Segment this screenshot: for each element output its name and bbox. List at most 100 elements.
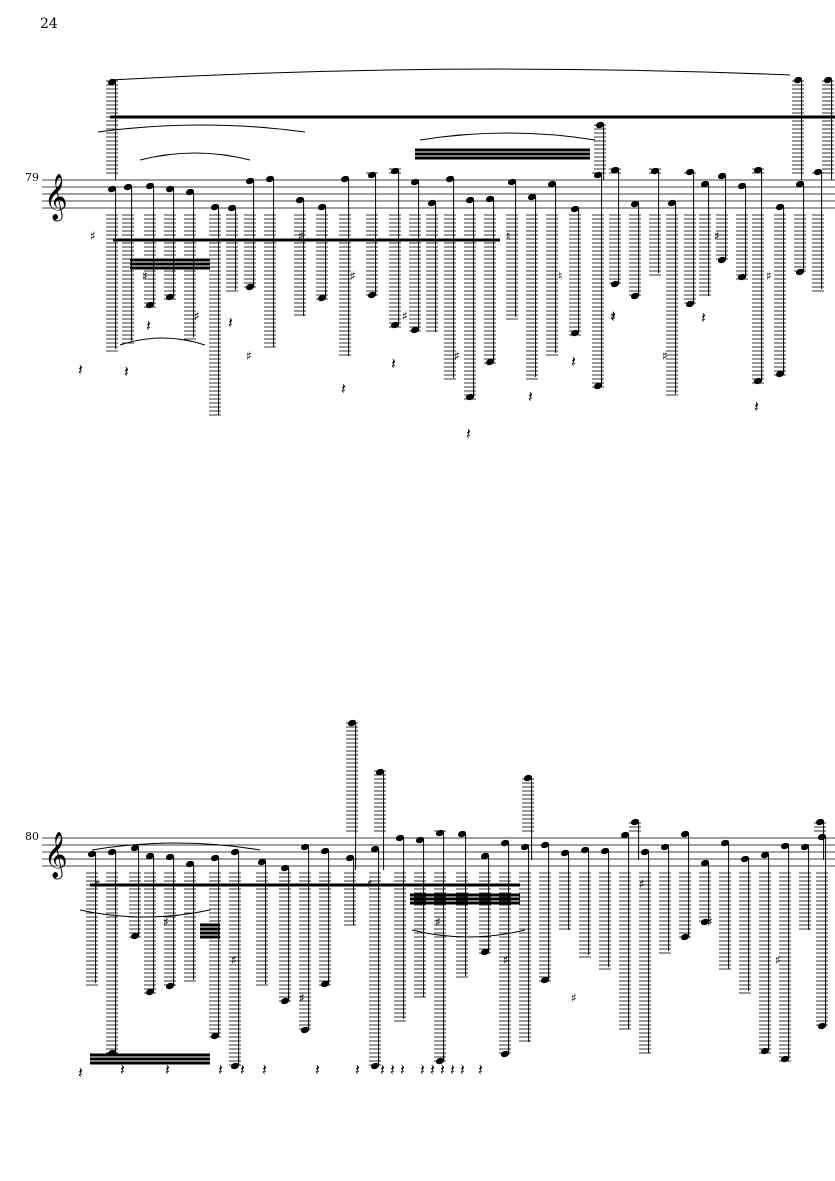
notehead (107, 78, 117, 86)
notehead (520, 843, 530, 851)
notehead (465, 393, 475, 401)
notehead (560, 849, 570, 857)
quarter-rest: 𝄽 (262, 1060, 267, 1079)
notehead (795, 180, 805, 188)
notehead (185, 860, 195, 868)
sharp-accidental: ♯ (90, 229, 96, 243)
notehead (320, 847, 330, 855)
quarter-rest: 𝄽 (355, 1060, 360, 1079)
sharp-accidental: ♯ (298, 229, 304, 243)
quarter-rest: 𝄽 (571, 352, 576, 371)
notehead (265, 175, 275, 183)
notehead (500, 839, 510, 847)
notehead (320, 980, 330, 988)
notehead (793, 76, 803, 84)
slur (91, 842, 261, 851)
notehead (130, 932, 140, 940)
quarter-rest: 𝄽 (390, 1060, 395, 1079)
notehead (700, 918, 710, 926)
notehead (370, 1062, 380, 1070)
notehead (145, 852, 155, 860)
quarter-rest: 𝄽 (701, 308, 706, 327)
notehead (367, 171, 377, 179)
notehead (480, 852, 490, 860)
measure-number-79: 79 (25, 171, 39, 184)
notehead (815, 818, 825, 826)
quarter-rest: 𝄽 (380, 1060, 385, 1079)
slur (97, 124, 306, 133)
notehead (210, 203, 220, 211)
notehead (300, 843, 310, 851)
page-number: 24 (40, 16, 58, 32)
sharp-accidental: ♯ (662, 349, 668, 363)
notehead (795, 268, 805, 276)
notehead (107, 185, 117, 193)
notehead (813, 168, 823, 176)
notehead (465, 196, 475, 204)
notehead (823, 76, 833, 84)
sharp-accidental: ♯ (367, 877, 373, 891)
notehead (457, 830, 467, 838)
notehead (480, 948, 490, 956)
slur (111, 68, 791, 81)
notehead (800, 843, 810, 851)
notehead (107, 1049, 117, 1057)
notehead (145, 301, 155, 309)
quarter-rest: 𝄽 (228, 313, 233, 332)
notehead (680, 830, 690, 838)
sharp-accidental: ♯ (714, 229, 720, 243)
notehead (107, 848, 117, 856)
quarter-rest: 𝄽 (120, 1060, 125, 1079)
notehead (753, 377, 763, 385)
notehead (395, 834, 405, 842)
notehead (580, 846, 590, 854)
sharp-accidental: ♯ (402, 309, 408, 323)
quarter-rest: 𝄽 (460, 1060, 465, 1079)
slur (419, 132, 596, 141)
notehead (340, 175, 350, 183)
notehead (295, 196, 305, 204)
quarter-rest: 𝄽 (420, 1060, 425, 1079)
notehead (500, 1050, 510, 1058)
notehead (165, 185, 175, 193)
notehead (667, 199, 677, 207)
notehead (507, 178, 517, 186)
notehead (317, 294, 327, 302)
notehead (445, 175, 455, 183)
notehead (593, 382, 603, 390)
notehead (485, 358, 495, 366)
quarter-rest: 𝄽 (430, 1060, 435, 1079)
notehead (630, 292, 640, 300)
sharp-accidental: ♯ (454, 349, 460, 363)
quarter-rest: 𝄽 (611, 307, 616, 326)
slur (411, 929, 526, 938)
sharp-accidental: ♯ (503, 953, 509, 967)
notehead (317, 203, 327, 211)
sharp-accidental: ♯ (142, 269, 148, 283)
sharp-accidental: ♯ (435, 915, 441, 929)
notehead (527, 193, 537, 201)
notehead (165, 853, 175, 861)
quarter-rest: 𝄽 (478, 1060, 483, 1079)
notehead (753, 166, 763, 174)
notehead (775, 370, 785, 378)
notehead (280, 864, 290, 872)
sharp-accidental: ♯ (246, 349, 252, 363)
quarter-rest: 𝄽 (754, 397, 759, 416)
notehead (610, 280, 620, 288)
measure-number-80: 80 (25, 830, 39, 843)
treble-clef: 𝄞 (44, 174, 68, 222)
quarter-rest: 𝄽 (218, 1060, 223, 1079)
notehead (540, 841, 550, 849)
notehead (230, 848, 240, 856)
quarter-rest: 𝄽 (78, 1063, 83, 1082)
quarter-rest: 𝄽 (528, 387, 533, 406)
notehead (145, 988, 155, 996)
notehead (210, 1032, 220, 1040)
notehead (570, 329, 580, 337)
sharp-accidental: ♯ (194, 309, 200, 323)
treble-clef: 𝄞 (44, 832, 68, 880)
notehead (390, 167, 400, 175)
notehead (523, 774, 533, 782)
